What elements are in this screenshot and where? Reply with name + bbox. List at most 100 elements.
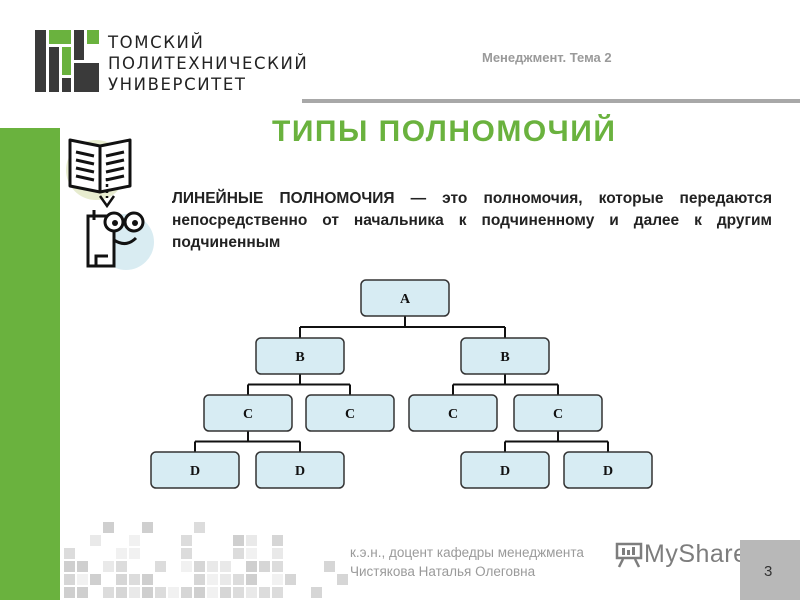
pattern-cell (246, 561, 257, 572)
page-number-box (740, 540, 800, 600)
page-number: 3 (764, 563, 773, 580)
pattern-cell (207, 587, 218, 598)
org-node-box (563, 451, 653, 489)
pattern-cell (103, 522, 114, 533)
pattern-cell (194, 587, 205, 598)
pattern-cell (168, 587, 179, 598)
pattern-cell (272, 587, 283, 598)
dashed-arrow-down-icon (98, 178, 116, 209)
org-node-d1: D (150, 451, 240, 489)
pattern-cell (259, 587, 270, 598)
pattern-cell (246, 587, 257, 598)
left-accent-bar (0, 128, 60, 600)
org-chart-connectors (194, 316, 609, 452)
pattern-cell (272, 561, 283, 572)
header-divider (302, 99, 800, 103)
org-node-label: C (448, 407, 458, 422)
org-node-c3: C (408, 394, 498, 432)
pattern-cell (246, 574, 257, 585)
org-node-d2: D (255, 451, 345, 489)
pattern-cell (77, 561, 88, 572)
pattern-cell (116, 587, 127, 598)
org-node-label: D (295, 464, 305, 479)
pattern-cell (272, 548, 283, 559)
pattern-cell (129, 574, 140, 585)
pattern-cell (272, 574, 283, 585)
pattern-cell (220, 574, 231, 585)
pattern-cell (194, 522, 205, 533)
university-name-line-1: ТОМСКИЙ (108, 33, 205, 52)
org-node-box (460, 337, 550, 375)
pattern-cell (207, 561, 218, 572)
pattern-cell (181, 561, 192, 572)
pattern-cell (142, 574, 153, 585)
org-node-box (305, 394, 395, 432)
pattern-cell (116, 561, 127, 572)
author-name: Чистякова Наталья Олеговна (350, 564, 536, 579)
pattern-cell (103, 587, 114, 598)
org-node-d4: D (563, 451, 653, 489)
pattern-cell (155, 561, 166, 572)
university-logo-icon (35, 30, 99, 92)
pattern-cell (246, 548, 257, 559)
pattern-cell (337, 574, 348, 585)
author-position: к.э.н., доцент кафедры менеджмента (350, 545, 584, 560)
org-node-box (150, 451, 240, 489)
pattern-cell (103, 561, 114, 572)
pattern-cell (129, 535, 140, 546)
pattern-cell (116, 548, 127, 559)
pattern-cell (194, 561, 205, 572)
pattern-cell (64, 587, 75, 598)
thinking-person-icon (86, 210, 154, 270)
pattern-cell (233, 587, 244, 598)
org-node-box (360, 279, 450, 317)
pattern-cell (77, 587, 88, 598)
org-node-label: A (400, 292, 411, 307)
org-node-box (255, 337, 345, 375)
footer-pixel-pattern (64, 522, 348, 598)
pattern-cell (142, 587, 153, 598)
org-node-box (408, 394, 498, 432)
pattern-cell (324, 561, 335, 572)
pattern-cell (64, 561, 75, 572)
pattern-cell (64, 548, 75, 559)
pattern-cell (90, 574, 101, 585)
pattern-cell (246, 535, 257, 546)
pattern-cell (129, 587, 140, 598)
pattern-cell (142, 522, 153, 533)
slide-title: ТИПЫ ПОЛНОМОЧИЙ (272, 115, 617, 148)
org-node-a: A (360, 279, 450, 317)
org-node-box (513, 394, 603, 432)
pattern-cell (220, 561, 231, 572)
pattern-cell (285, 574, 296, 585)
org-node-b1: B (255, 337, 345, 375)
pattern-cell (116, 574, 127, 585)
watermark-my: My (644, 539, 679, 568)
university-name-line-2: ПОЛИТЕХНИЧЕСКИЙ (108, 54, 309, 73)
org-node-c2: C (305, 394, 395, 432)
course-title: Менеджмент. Тема 2 (482, 50, 612, 65)
org-node-c4: C (513, 394, 603, 432)
pattern-cell (155, 587, 166, 598)
org-node-label: D (190, 464, 200, 479)
org-node-label: D (603, 464, 613, 479)
org-node-label: B (500, 350, 509, 365)
definition-text: ЛИНЕЙНЫЕ ПОЛНОМОЧИЯ — это полномочия, ко… (172, 190, 772, 251)
pattern-cell (181, 548, 192, 559)
pattern-cell (129, 548, 140, 559)
pattern-cell (181, 535, 192, 546)
pattern-cell (233, 574, 244, 585)
org-node-box (255, 451, 345, 489)
pattern-cell (311, 587, 322, 598)
presentation-board-icon (615, 542, 643, 568)
org-node-d3: D (460, 451, 550, 489)
org-node-box (460, 451, 550, 489)
myshared-watermark: MyShared (610, 536, 766, 572)
pattern-cell (272, 535, 283, 546)
university-name-line-3: УНИВЕРСИТЕТ (108, 75, 247, 94)
pattern-cell (90, 535, 101, 546)
pattern-cell (220, 587, 231, 598)
pattern-cell (64, 574, 75, 585)
